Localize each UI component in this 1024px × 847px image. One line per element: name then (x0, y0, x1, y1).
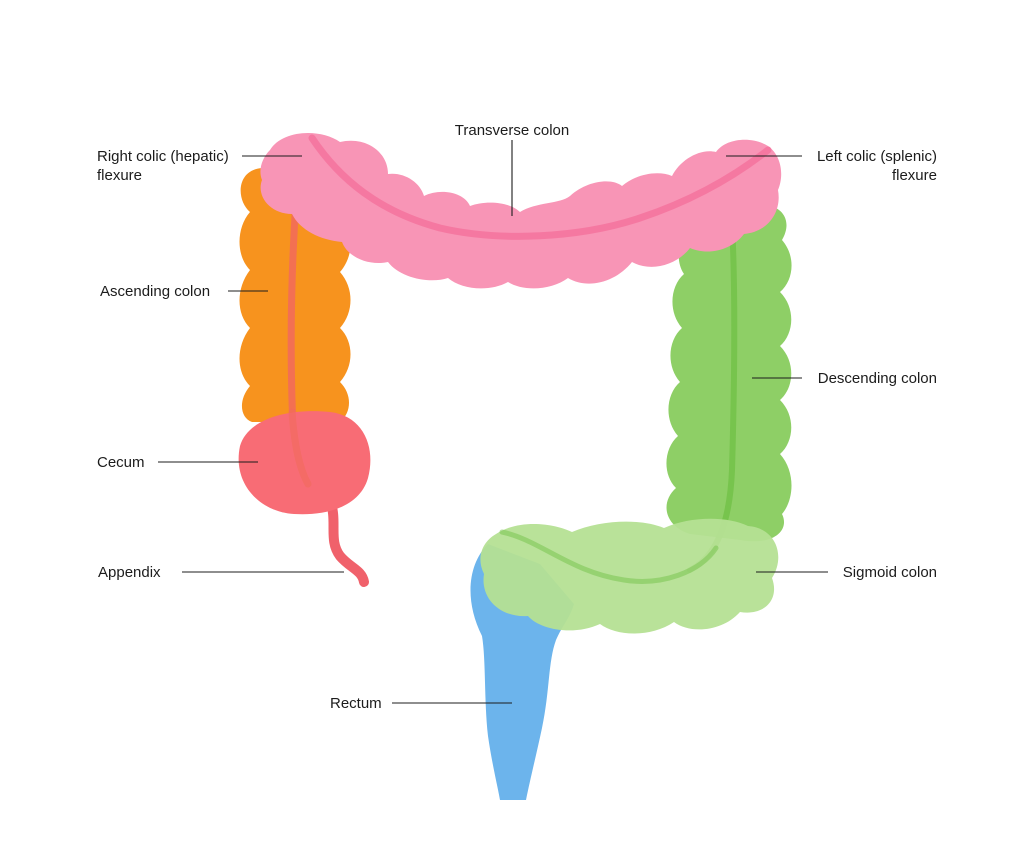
appendix-shape (330, 500, 364, 582)
cecum-body (239, 411, 371, 514)
label-right-flexure-line1: Right colic (hepatic) (97, 148, 229, 165)
label-ascending-colon: Ascending colon (100, 283, 210, 300)
label-sigmoid-colon: Sigmoid colon (843, 564, 937, 581)
label-left-flexure-line1: Left colic (splenic) (817, 148, 937, 165)
label-cecum: Cecum (97, 454, 145, 471)
cecum-shape (239, 411, 371, 514)
label-appendix: Appendix (98, 564, 161, 581)
label-descending-colon: Descending colon (818, 370, 937, 387)
label-rectum: Rectum (330, 695, 382, 712)
label-transverse-colon: Transverse colon (455, 122, 570, 139)
label-left-flexure-line2: flexure (892, 167, 937, 184)
descending-colon-shape (666, 204, 791, 570)
label-right-flexure-line2: flexure (97, 167, 142, 184)
